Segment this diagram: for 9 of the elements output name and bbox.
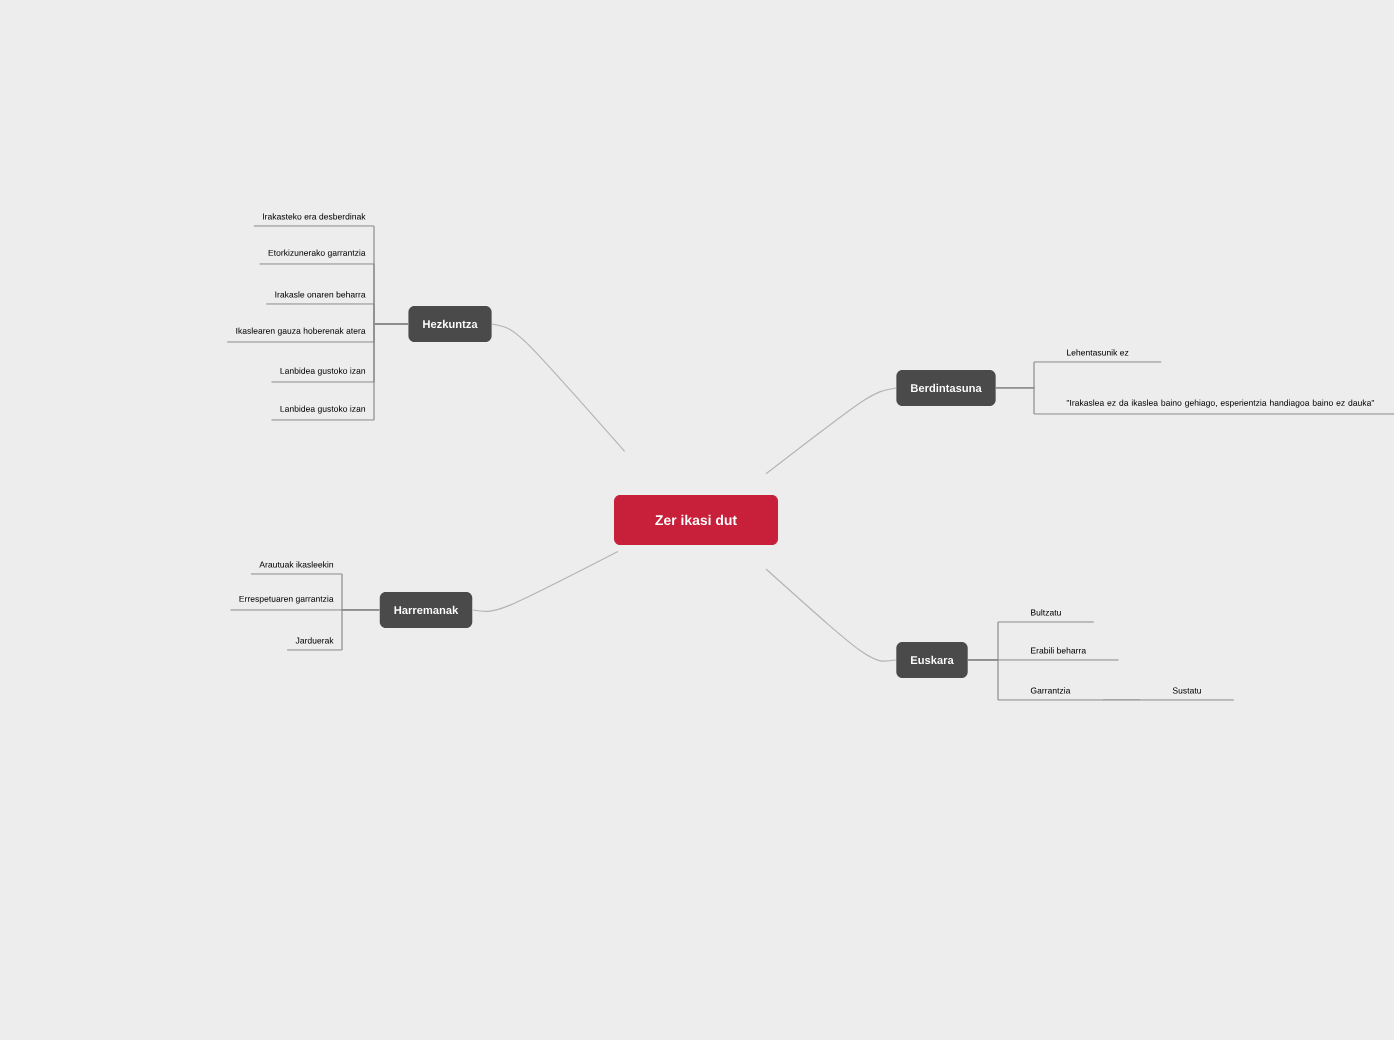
branch-line [765, 387, 897, 475]
connector-line [995, 387, 1035, 415]
branch-line [491, 323, 626, 452]
connector-line [373, 323, 409, 421]
connector-line [1102, 699, 1141, 701]
connector-line [341, 609, 380, 651]
connector-line [967, 659, 999, 701]
branch-line [765, 568, 897, 662]
branch-line [472, 550, 619, 612]
